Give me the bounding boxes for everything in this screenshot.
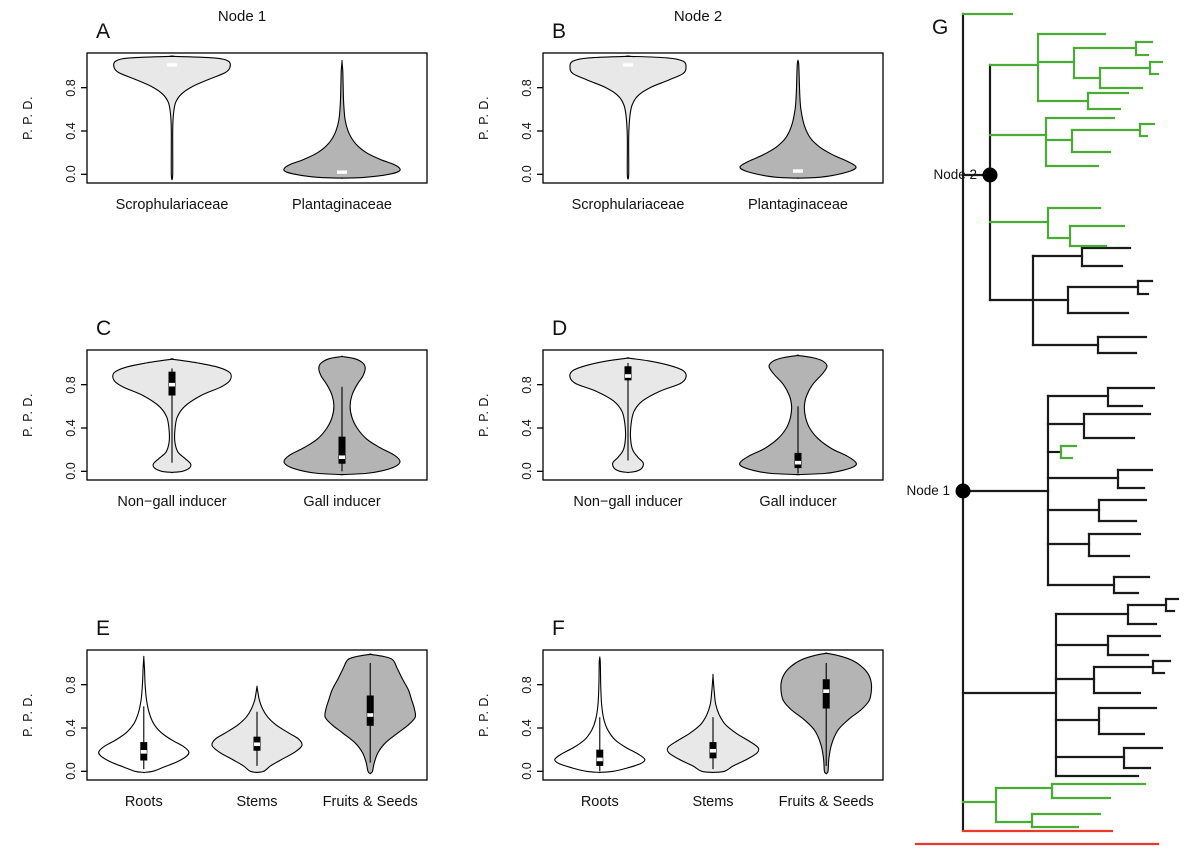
panel-e: E P. P. D. 0.0 0.4 0.8 Roots Stems Fruit… bbox=[12, 603, 468, 852]
x-category-label: Gall inducer bbox=[303, 494, 381, 510]
violin-plot-canvas bbox=[537, 649, 884, 781]
violin-plot-canvas bbox=[537, 52, 884, 184]
panel-c: C P. P. D. 0.0 0.4 0.8 Non−gall inducer … bbox=[12, 303, 468, 558]
panel-title: Node 1 bbox=[217, 8, 267, 25]
panel-title: Node 2 bbox=[673, 8, 723, 25]
violin-plot-canvas bbox=[81, 52, 428, 184]
panel-letter: F bbox=[552, 617, 565, 640]
panel-d: D P. P. D. 0.0 0.4 0.8 Non−gall inducer … bbox=[468, 303, 924, 558]
node1-label: Node 1 bbox=[906, 483, 950, 498]
panel-letter: E bbox=[96, 617, 111, 640]
x-category-label: Non−gall inducer bbox=[117, 494, 227, 510]
x-category-label: Scrophulariaceae bbox=[115, 197, 229, 213]
x-category-label: Stems bbox=[236, 794, 278, 810]
node2-label: Node 2 bbox=[933, 167, 977, 182]
x-category-label: Plantaginaceae bbox=[748, 197, 848, 213]
x-category-label: Fruits & Seeds bbox=[322, 794, 418, 810]
panel-letter: A bbox=[96, 20, 111, 43]
panel-letter: D bbox=[552, 317, 568, 340]
panel-a: Node 1 A P. P. D. 0.0 0.4 0.8 Scrophular… bbox=[12, 6, 468, 261]
panel-letter: C bbox=[96, 317, 112, 340]
violin-plot-canvas bbox=[81, 349, 428, 481]
x-category-label: Plantaginaceae bbox=[292, 197, 392, 213]
x-category-label: Roots bbox=[580, 794, 619, 810]
x-category-label: Non−gall inducer bbox=[573, 494, 683, 510]
x-category-label: Stems bbox=[692, 794, 734, 810]
panel-f: F P. P. D. 0.0 0.4 0.8 Roots Stems Fruit… bbox=[468, 603, 924, 852]
x-category-label: Roots bbox=[124, 794, 163, 810]
panel-b: Node 2 B P. P. D. 0.0 0.4 0.8 Scrophular… bbox=[468, 6, 924, 261]
phylogenetic-tree bbox=[914, 12, 1180, 846]
violin-plot-canvas bbox=[81, 649, 428, 781]
panel-letter: B bbox=[552, 20, 567, 43]
x-category-label: Scrophulariaceae bbox=[571, 197, 685, 213]
violin-plot-canvas bbox=[537, 349, 884, 481]
x-category-label: Gall inducer bbox=[759, 494, 837, 510]
x-category-label: Fruits & Seeds bbox=[778, 794, 874, 810]
panel-letter: G bbox=[932, 16, 949, 39]
